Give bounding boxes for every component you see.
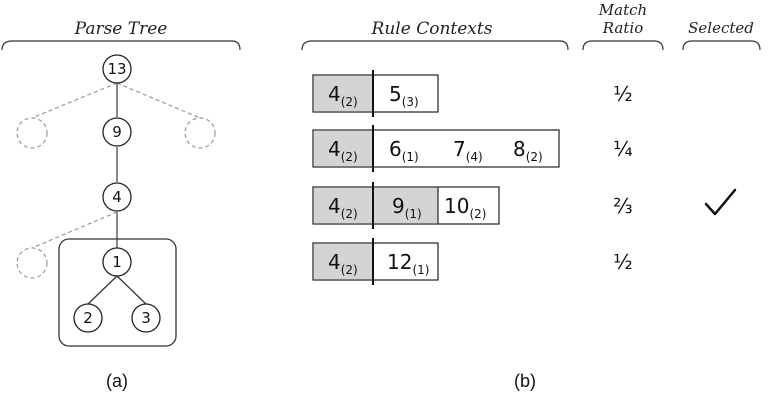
tree-node-label: 13 xyxy=(107,60,126,78)
rule-cell: 4(2) xyxy=(328,194,358,221)
rule-cell: 4(2) xyxy=(328,137,358,164)
tree-node-3 xyxy=(131,303,161,333)
header-rule-contexts: Rule Contexts xyxy=(371,19,493,39)
tree-node-1 xyxy=(102,247,132,277)
tree-node-label: 9 xyxy=(112,123,122,141)
ghost-node xyxy=(16,247,48,279)
ghost-node xyxy=(16,117,48,149)
header-match-ratio-line1: Match xyxy=(598,1,647,19)
caption-b: (b) xyxy=(514,371,536,391)
rule-cell: 7(4) xyxy=(453,137,483,164)
caption-a: (a) xyxy=(106,371,128,391)
tree-node-label: 2 xyxy=(83,309,93,327)
rule-shaded-region xyxy=(314,131,373,166)
tree-node-label: 1 xyxy=(112,253,122,271)
rule-cell: 6(1) xyxy=(389,137,419,164)
tree-node-label: 3 xyxy=(141,309,151,327)
rule-cell: 12(1) xyxy=(387,250,429,277)
tree-node-13 xyxy=(102,54,132,84)
rule-cell: 10(2) xyxy=(444,194,486,221)
rule-shaded-region xyxy=(314,188,438,223)
rule-cell: 4(2) xyxy=(328,250,358,277)
match-ratio: ¼ xyxy=(613,137,632,161)
match-ratio: ½ xyxy=(613,250,632,274)
rule-row: 4(2) 5(3) ½ xyxy=(312,70,633,117)
brace-parse-tree xyxy=(1,40,241,51)
rule-shaded-region xyxy=(314,244,373,279)
dashed-edge xyxy=(116,82,201,119)
rule-cell: 5(3) xyxy=(389,82,419,109)
tree-node-4 xyxy=(102,182,132,212)
tree-node-9 xyxy=(102,117,132,147)
rule-cell: 9(1) xyxy=(392,194,422,221)
tree-node-2 xyxy=(73,303,103,333)
rule-row: 4(2) 6(1) 7(4) 8(2) ¼ xyxy=(312,125,633,172)
rule-row: 4(2) 12(1) ½ xyxy=(312,238,633,285)
header-parse-tree: Parse Tree xyxy=(74,19,168,39)
brace-selected xyxy=(682,40,761,51)
tree-edge xyxy=(87,275,118,305)
matched-subtree-box xyxy=(58,238,177,347)
brace-match-ratio xyxy=(582,40,664,51)
rule-shaded-region xyxy=(314,76,373,111)
header-match-ratio-line2: Ratio xyxy=(602,19,643,37)
tree-edge xyxy=(116,275,147,305)
match-ratio: ½ xyxy=(613,82,632,106)
parse-tree: 13 9 4 1 2 3 xyxy=(16,54,216,347)
match-ratio: ⅔ xyxy=(613,194,632,218)
rule-cell: 4(2) xyxy=(328,82,358,109)
brace-rule-contexts xyxy=(301,40,569,51)
tree-node-label: 4 xyxy=(112,188,122,206)
header-selected: Selected xyxy=(688,19,754,37)
dashed-edge xyxy=(31,82,118,119)
rule-row-selected: 4(2) 9(1) 10(2) ⅔ xyxy=(312,182,737,229)
ghost-node xyxy=(184,117,216,149)
dashed-edge xyxy=(31,211,118,249)
rule-cell: 8(2) xyxy=(513,137,543,164)
checkmark-icon xyxy=(704,188,737,216)
